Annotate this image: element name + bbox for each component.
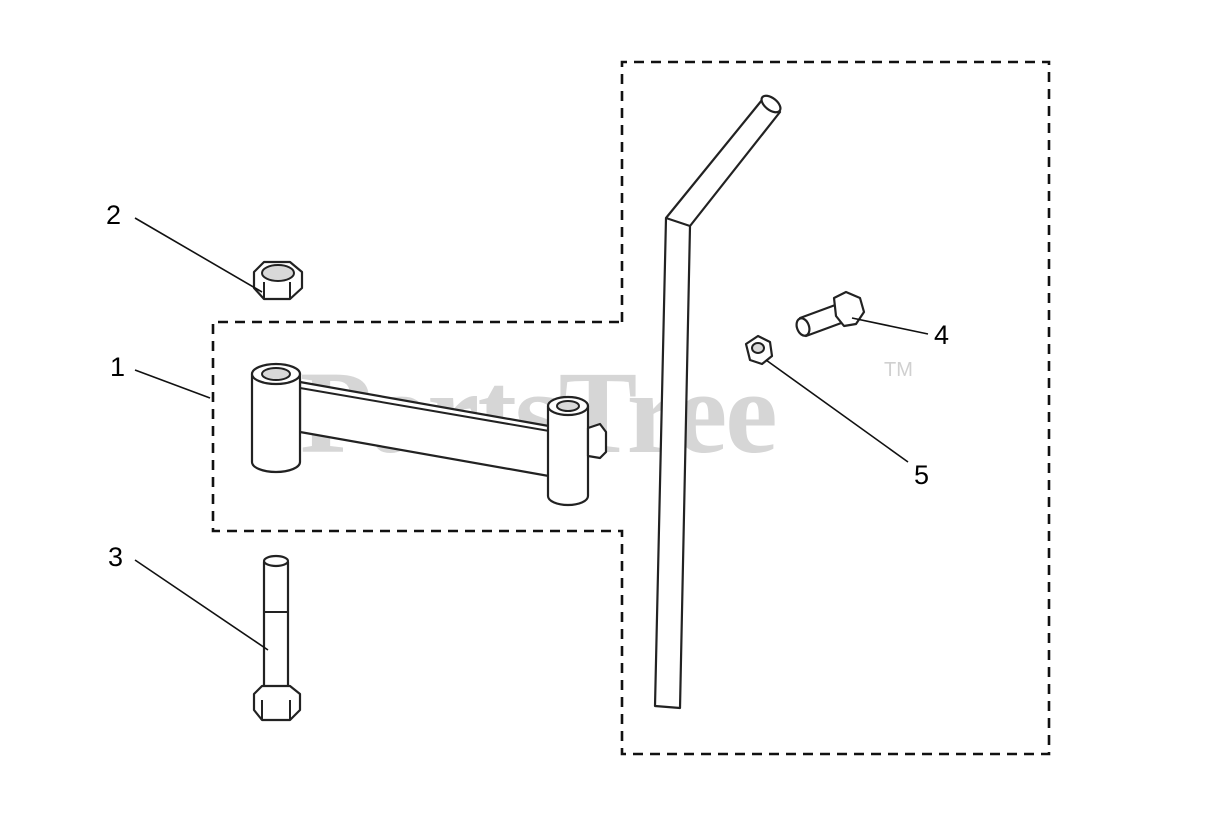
assembly-outline: [211, 60, 1051, 756]
callout-4[interactable]: 4: [934, 320, 949, 350]
callout-labels: 2 1 3 4 5: [106, 200, 949, 572]
hex-bolt-tip: [262, 554, 290, 568]
small-bolt-head: [832, 290, 866, 328]
small-bolt-tip: [795, 317, 811, 337]
watermark-tm: TM: [884, 359, 913, 381]
hex-bolt-shank: [262, 560, 290, 696]
callout-5[interactable]: 5: [914, 460, 929, 490]
callout-2[interactable]: 2: [106, 200, 121, 230]
handle-rod-bend: [665, 217, 691, 227]
handle-rod-end: [760, 94, 782, 114]
leader-3: [134, 559, 269, 651]
arm-edge: [299, 387, 556, 433]
leader-lines: [134, 217, 929, 651]
arm-left-tube-bore: [261, 367, 291, 381]
leader-4: [851, 317, 929, 335]
hex-bolt-head-facets: [261, 700, 291, 719]
lock-nut-facets: [263, 282, 291, 298]
lock-nut-hole: [261, 264, 295, 282]
part-arm[interactable]: [250, 362, 608, 507]
part-lock-nut[interactable]: [252, 260, 304, 301]
small-nut-hole: [751, 342, 765, 354]
part-hex-bolt[interactable]: [252, 554, 302, 722]
part-handle-rod[interactable]: [653, 92, 783, 710]
callout-1[interactable]: 1: [110, 352, 125, 382]
arm-right-tube-bore: [556, 400, 580, 412]
arm-right-tube: [546, 404, 590, 507]
arm-left-tube: [250, 372, 302, 474]
callout-3[interactable]: 3: [108, 542, 123, 572]
arm-side-bolt: [586, 422, 608, 460]
part-small-bolt[interactable]: [794, 290, 866, 338]
part-small-nut[interactable]: [744, 334, 774, 366]
hex-bolt-head: [252, 684, 302, 722]
leader-5: [765, 359, 909, 463]
leader-1: [134, 369, 211, 399]
leader-2: [134, 217, 263, 293]
